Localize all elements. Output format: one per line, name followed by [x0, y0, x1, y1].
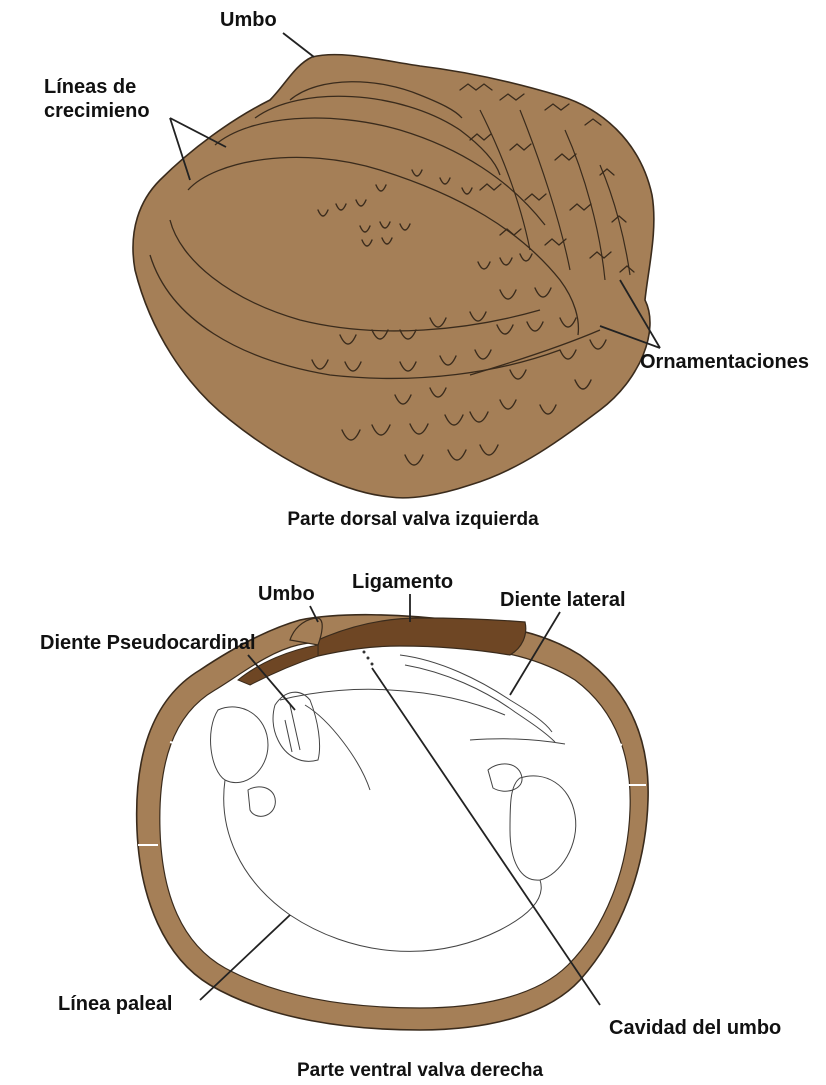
label-ligament: Ligamento — [352, 571, 453, 593]
ventral-right-valve: Umbo Ligamento Diente lateral Diente Pse… — [40, 571, 781, 1081]
label-umbo-top: Umbo — [220, 9, 277, 31]
ventral-shell-interior — [160, 640, 630, 1008]
label-umbo-bottom: Umbo — [258, 583, 315, 605]
caption-ventral: Parte ventral valva derecha — [297, 1060, 544, 1081]
label-growth-lines-2: crecimieno — [44, 100, 150, 122]
label-pallial-line: Línea paleal — [58, 993, 173, 1015]
caption-dorsal: Parte dorsal valva izquierda — [287, 509, 539, 530]
dot — [371, 663, 374, 666]
dot — [367, 657, 370, 660]
label-pseudocardinal-tooth: Diente Pseudocardinal — [40, 632, 256, 654]
dot — [363, 651, 366, 654]
label-growth-lines-1: Líneas de — [44, 76, 136, 98]
label-umbo-cavity: Cavidad del umbo — [609, 1017, 781, 1039]
label-ornamentation: Ornamentaciones — [640, 351, 809, 373]
label-lateral-tooth: Diente lateral — [500, 589, 626, 611]
dorsal-left-valve: Umbo Líneas de crecimieno Ornamentacione… — [44, 9, 809, 530]
umbo-leader — [283, 33, 314, 57]
